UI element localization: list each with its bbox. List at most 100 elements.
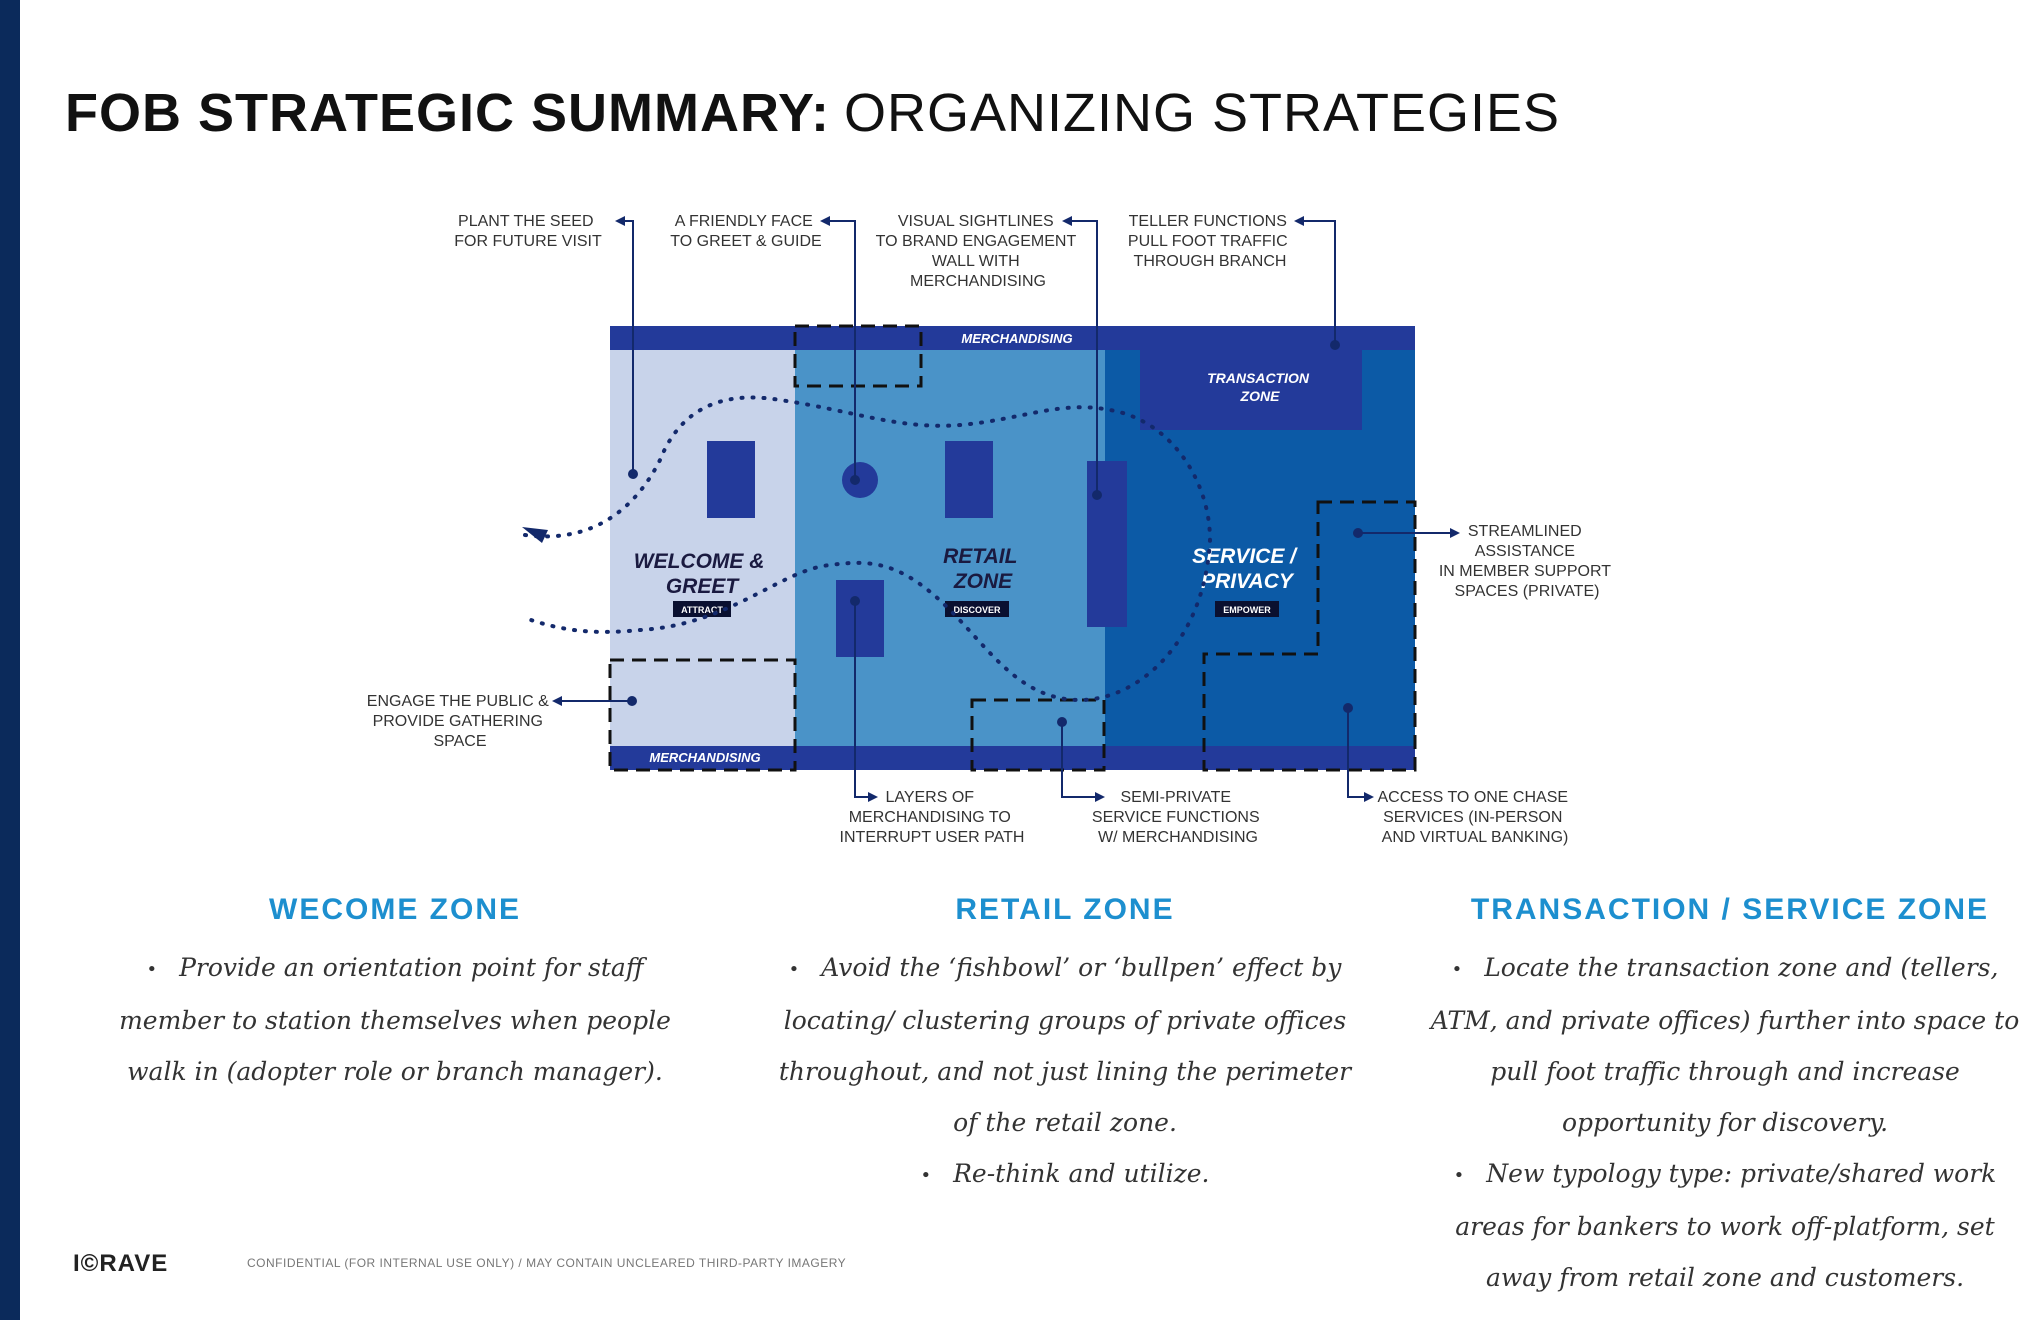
merchandising-bottom-label: MERCHANDISING xyxy=(649,750,760,765)
welcome-zone-line-2: GREET xyxy=(666,575,741,598)
merchandising-band-bottom xyxy=(610,746,1415,770)
callout-teller-functions-1: TELLER FUNCTIONS xyxy=(1129,213,1287,230)
callout-friendly-face-2: TO GREET & GUIDE xyxy=(670,233,821,250)
discover-badge xyxy=(945,601,1009,617)
transaction-service-zone-heading: TRANSACTION / SERVICE ZONE xyxy=(1470,893,1990,926)
callout-engage-public-1: ENGAGE THE PUBLIC & xyxy=(367,693,549,710)
dashed-member-support xyxy=(1202,500,1417,772)
left-accent-bar xyxy=(0,0,20,1320)
service-zone-line-2: PRIVACY xyxy=(1201,570,1295,593)
service-zone-label: SERVICE / PRIVACY xyxy=(1192,545,1302,593)
entry-arrow xyxy=(522,527,548,543)
callout-streamlined-4: SPACES (PRIVATE) xyxy=(1455,583,1600,600)
callout-layers: LAYERS OF MERCHANDISING TO INTERRUPT USE… xyxy=(840,789,1025,846)
transaction-zone-line-2: ZONE xyxy=(1240,388,1281,404)
callout-visual-sightlines-3: WALL WITH xyxy=(932,253,1020,270)
callout-access-chase-1: ACCESS TO ONE CHASE xyxy=(1377,789,1568,806)
callout-layers-1: LAYERS OF xyxy=(885,789,974,806)
empower-badge xyxy=(1215,601,1279,617)
callout-access-chase-3: AND VIRTUAL BANKING) xyxy=(1382,829,1569,846)
callout-engage-public-3: SPACE xyxy=(433,733,486,750)
welcome-zone-label: WELCOME & GREET xyxy=(634,550,771,598)
dashed-gathering-space xyxy=(608,658,797,772)
callout-semi-private: SEMI-PRIVATE SERVICE FUNCTIONS W/ MERCHA… xyxy=(1092,789,1264,846)
attract-badge-label: ATTRACT xyxy=(681,605,723,615)
dot-visual-sightlines xyxy=(1092,490,1102,500)
leader-visual-sightlines xyxy=(1062,216,1098,495)
transaction-bullet-1: Locate the transaction zone and (tellers… xyxy=(1425,942,2025,1148)
welcome-zone-heading: WECOME ZONE xyxy=(269,893,521,926)
transaction-bullet-2: New typology type: private/shared work a… xyxy=(1425,1148,2025,1303)
callout-layers-3: INTERRUPT USER PATH xyxy=(840,829,1025,846)
brand-engagement-wall xyxy=(1087,461,1127,627)
discover-badge-label: DISCOVER xyxy=(953,605,1001,615)
page-title: FOB STRATEGIC SUMMARY:ORGANIZING STRATEG… xyxy=(65,82,1560,144)
title-bold: FOB STRATEGIC SUMMARY: xyxy=(65,83,830,143)
welcome-zone-bullets: Provide an orientation point for staff m… xyxy=(105,942,685,1097)
callout-friendly-face-1: A FRIENDLY FACE xyxy=(675,213,813,230)
retail-display-upper xyxy=(945,441,993,518)
dot-engage-public xyxy=(627,696,637,706)
callout-access-chase-2: SERVICES (IN-PERSON xyxy=(1383,809,1562,826)
callout-semi-private-3: W/ MERCHANDISING xyxy=(1098,829,1258,846)
leader-plant-seed xyxy=(615,216,634,474)
callout-streamlined-3: IN MEMBER SUPPORT xyxy=(1439,563,1611,580)
dot-friendly-face xyxy=(850,475,860,485)
transaction-zone-block xyxy=(1140,350,1362,430)
merchandising-band-top xyxy=(610,326,1415,350)
welcome-zone-area xyxy=(610,326,795,770)
dot-plant-seed xyxy=(628,469,638,479)
callout-streamlined-1: STREAMLINED xyxy=(1468,523,1582,540)
title-light: ORGANIZING STRATEGIES xyxy=(843,83,1561,143)
callout-texts: PLANT THE SEED FOR FUTURE VISIT A FRIEND… xyxy=(367,213,1615,846)
callout-semi-private-1: SEMI-PRIVATE xyxy=(1121,789,1232,806)
circulation-path xyxy=(523,395,1213,703)
retail-zone-line-1: RETAIL xyxy=(943,545,1017,568)
leader-semi-private xyxy=(1061,722,1105,802)
callout-semi-private-2: SERVICE FUNCTIONS xyxy=(1092,809,1260,826)
dot-streamlined xyxy=(1353,528,1363,538)
dot-semi-private xyxy=(1057,717,1067,727)
dashed-merch-top xyxy=(793,324,923,388)
confidential-notice: CONFIDENTIAL (FOR INTERNAL USE ONLY) / M… xyxy=(247,1256,847,1270)
callout-plant-seed-2: FOR FUTURE VISIT xyxy=(454,233,602,250)
welcome-zone-line-1: WELCOME & xyxy=(634,550,765,573)
transaction-zone-line-1: TRANSACTION xyxy=(1207,370,1310,386)
callout-plant-seed-1: PLANT THE SEED xyxy=(458,213,593,230)
leader-friendly-face xyxy=(820,216,856,480)
retail-display-lower xyxy=(836,580,884,657)
callout-teller-functions-3: THROUGH BRANCH xyxy=(1134,253,1287,270)
callout-access-chase: ACCESS TO ONE CHASE SERVICES (IN-PERSON … xyxy=(1377,789,1572,846)
callout-engage-public-2: PROVIDE GATHERING xyxy=(373,713,543,730)
empower-badge-label: EMPOWER xyxy=(1223,605,1271,615)
retail-zone-line-2: ZONE xyxy=(953,570,1013,593)
service-zone-line-1: SERVICE / xyxy=(1192,545,1298,568)
dot-teller-functions xyxy=(1330,340,1340,350)
callout-streamlined: STREAMLINED ASSISTANCE IN MEMBER SUPPORT… xyxy=(1439,523,1615,600)
welcome-bullet-1: Provide an orientation point for staff m… xyxy=(105,942,685,1097)
welcome-kiosk xyxy=(707,441,755,518)
leader-teller-functions xyxy=(1294,216,1336,345)
callout-visual-sightlines-2: TO BRAND ENGAGEMENT xyxy=(876,233,1077,250)
leader-layers xyxy=(854,601,878,802)
callout-teller-functions: TELLER FUNCTIONS PULL FOOT TRAFFIC THROU… xyxy=(1128,213,1292,270)
callout-visual-sightlines-1: VISUAL SIGHTLINES xyxy=(898,213,1054,230)
callout-streamlined-2: ASSISTANCE xyxy=(1475,543,1575,560)
leader-access-chase xyxy=(1347,708,1374,802)
dashed-semi-private xyxy=(970,698,1106,772)
callout-engage-public: ENGAGE THE PUBLIC & PROVIDE GATHERING SP… xyxy=(367,693,553,750)
callout-teller-functions-2: PULL FOOT TRAFFIC xyxy=(1128,233,1288,250)
retail-zone-bullets: Avoid the ‘fishbowl’ or ‘bullpen’ effect… xyxy=(765,942,1365,1201)
callout-layers-2: MERCHANDISING TO xyxy=(849,809,1011,826)
retail-bullet-2: Re-think and utilize. xyxy=(765,1148,1365,1201)
callout-friendly-face: A FRIENDLY FACE TO GREET & GUIDE xyxy=(670,213,821,250)
merchandising-top-label: MERCHANDISING xyxy=(961,331,1072,346)
retail-zone-label: RETAIL ZONE xyxy=(943,545,1023,593)
transaction-zone-label: TRANSACTION ZONE xyxy=(1207,370,1313,404)
callout-visual-sightlines-4: MERCHANDISING xyxy=(910,273,1046,290)
retail-zone-heading: RETAIL ZONE xyxy=(955,893,1175,926)
transaction-service-zone-bullets: Locate the transaction zone and (tellers… xyxy=(1425,942,2025,1303)
dot-layers xyxy=(850,596,860,606)
leader-dots xyxy=(627,340,1363,727)
